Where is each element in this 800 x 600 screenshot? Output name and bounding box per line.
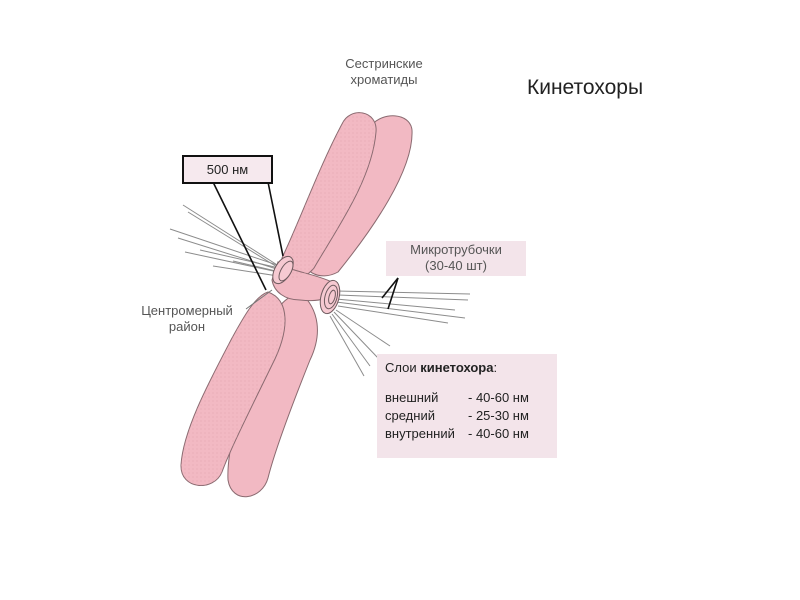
sister-chromatids-label-line1: Сестринские xyxy=(345,56,423,71)
kinetochore-left xyxy=(272,255,294,285)
layer-row: внешний - 40-60 нм xyxy=(385,389,557,407)
layer-name: внешний xyxy=(385,390,439,405)
microtubules-left xyxy=(169,204,283,277)
layer-name: средний xyxy=(385,408,435,423)
layer-value: - 40-60 нм xyxy=(468,426,529,441)
centromere-label-line1: Центромерный xyxy=(141,303,233,318)
sister-chromatids-label-line2: хроматиды xyxy=(350,72,418,87)
centromere-label: Центромерный район xyxy=(124,303,250,335)
layers-heading: Слои кинетохора: xyxy=(385,360,557,375)
layer-row: средний - 25-30 нм xyxy=(385,407,557,425)
diagram-title: Кинетохоры xyxy=(527,76,644,99)
layer-value: - 25-30 нм xyxy=(468,408,529,423)
callout-lines xyxy=(212,181,399,310)
microtubules-right xyxy=(329,290,471,377)
layers-heading-suffix: : xyxy=(493,360,498,375)
layers-heading-prefix: Слои xyxy=(385,360,421,375)
layer-value: - 40-60 нм xyxy=(468,390,529,405)
kinetochore-right xyxy=(319,279,341,315)
layers-heading-bold: кинетохора xyxy=(420,360,494,375)
centromere-label-line2: район xyxy=(168,319,206,334)
kinetochore-layers-box: Слои кинетохора: внешний - 40-60 нм сред… xyxy=(377,354,557,458)
layer-row: внутренний - 40-60 нм xyxy=(385,425,557,443)
sister-chromatids-label: Сестринские хроматиды xyxy=(330,56,438,88)
centromere-pointer xyxy=(245,289,273,310)
chromatid-texture xyxy=(180,112,377,486)
microtubules-label-line1: Микротрубочки xyxy=(410,242,502,257)
layer-name: внутренний xyxy=(385,426,455,441)
scale-box: 500 нм xyxy=(182,155,273,184)
microtubules-label: Микротрубочки (30-40 шт) xyxy=(386,241,526,276)
microtubules-label-line2: (30-40 шт) xyxy=(425,258,487,273)
